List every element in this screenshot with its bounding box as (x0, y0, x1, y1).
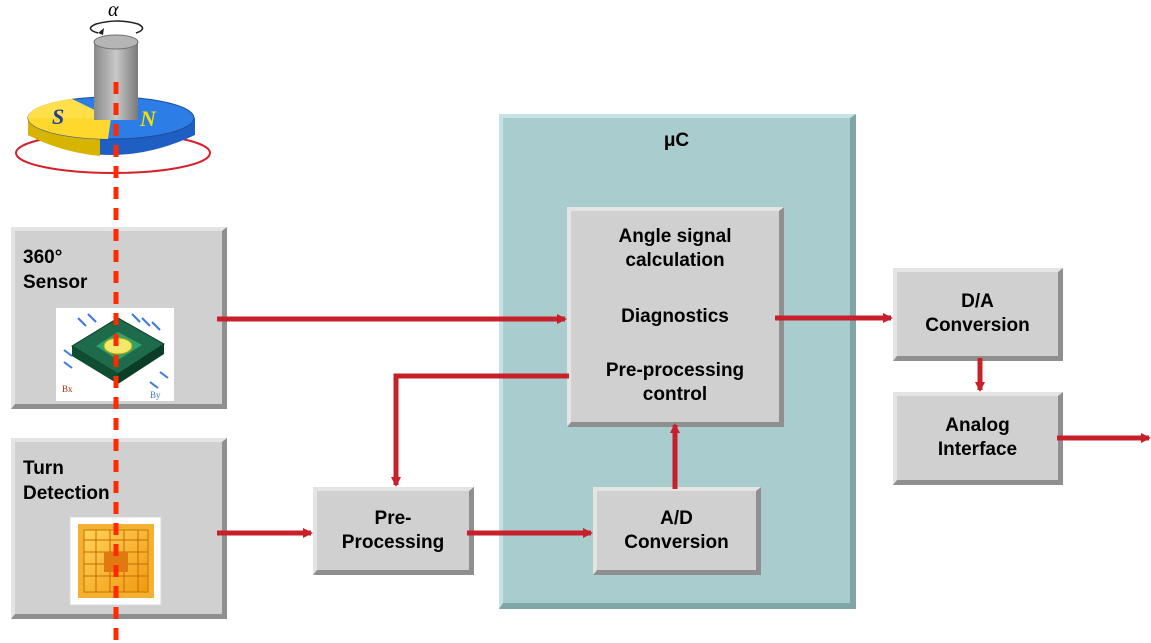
sensor-label-line2: Sensor (23, 272, 88, 293)
rotation-arrow-icon (89, 20, 144, 34)
ad-conversion-label-line1: A/D (660, 507, 693, 529)
turn-chip-core (104, 552, 128, 572)
angle-label-line2: calculation (625, 250, 725, 271)
sensor-chip-bx-label: Bx (62, 384, 73, 394)
arrow-control-to-preprocessing (391, 373, 569, 487)
preprocessing-block: Pre- Processing (313, 487, 474, 575)
angle-calculation-block: Angle signal calculation Diagnostics Pre… (567, 207, 784, 427)
turn-detection-chip-icon (69, 516, 162, 606)
rotation-arrowhead (98, 28, 104, 35)
magnet-south-top-3 (27, 118, 111, 139)
magnet-south-label: S (52, 104, 64, 129)
sensor-chip-by-label: By (150, 390, 161, 400)
magnet-north-label: N (139, 106, 157, 131)
da-conversion-label-line2: Conversion (925, 315, 1030, 336)
turn-detection-label: Turn Detection (23, 456, 110, 506)
preprocessing-label-line2: Processing (341, 531, 445, 553)
diagnostics-label: Diagnostics (621, 306, 729, 327)
rotating-magnet-icon: S N α (15, 0, 211, 174)
signal-arrows (217, 313, 1151, 538)
magnet-shaft-top (93, 34, 139, 50)
ad-conversion-label-line2: Conversion (624, 531, 729, 553)
microcontroller-title: μC (663, 130, 690, 151)
preprocessing-label-line1: Pre- (374, 507, 412, 529)
analog-interface-label-line1: Analog (945, 415, 1010, 436)
preprocessing-control-label-line2: control (642, 384, 708, 405)
sensor-chip-side-left (72, 346, 118, 384)
sensor-chip-pins (63, 313, 169, 389)
sensor-label: 360° Sensor (23, 245, 87, 295)
angle-label-line1: Angle signal (618, 226, 732, 247)
da-conversion-label-line1: D/A (961, 291, 994, 312)
da-conversion-block: D/A Conversion (893, 268, 1063, 361)
turn-detection-label-line1: Turn (23, 458, 64, 479)
analog-interface-label-line2: Interface (937, 439, 1018, 460)
sensor-chip-side-right (118, 344, 164, 384)
magnet-south-top-2 (27, 99, 111, 118)
preprocessing-control-label-line1: Pre-processing (605, 360, 745, 381)
turn-detection-label-line2: Detection (23, 483, 110, 504)
alpha-symbol: α (108, 0, 119, 21)
sensor-label-line1: 360° (23, 247, 63, 268)
